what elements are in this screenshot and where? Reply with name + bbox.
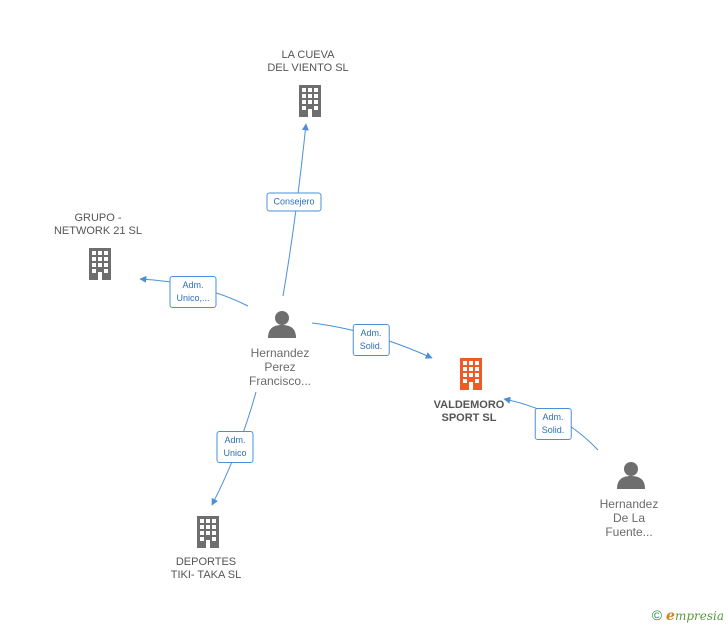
node-label-grupo[interactable]: GRUPO - NETWORK 21 SL [53,212,143,237]
edge-consejero [282,123,309,297]
edge-label-adm-unico-deportes[interactable]: Adm. Unico [216,431,254,463]
edge-label-adm-solid-1[interactable]: Adm. Solid. [352,324,390,356]
building-icon[interactable] [197,516,219,548]
edge-label-consejero[interactable]: Consejero [266,192,322,212]
brand-rest: mpresia [674,609,724,623]
node-label-deportes[interactable]: DEPORTES TIKI- TAKA SL [170,556,242,581]
person-icon[interactable] [268,311,296,338]
edge-label-adm-solid-2[interactable]: Adm. Solid. [534,408,572,440]
building-icon[interactable] [460,358,482,390]
person-icon[interactable] [617,462,645,489]
node-label-valdemoro[interactable]: VALDEMORO SPORT SL [433,399,505,424]
node-label-hernandez-perez[interactable]: Hernandez Perez Francisco... [248,346,312,388]
building-icon[interactable] [299,85,321,117]
edge-label-adm-unico-grupo[interactable]: Adm. Unico,... [169,276,217,308]
building-icon[interactable] [89,248,111,280]
node-label-la-cueva[interactable]: LA CUEVA DEL VIENTO SL [267,49,349,74]
empresia-logo[interactable]: ©empresia [652,607,724,624]
copyright-icon: © [651,607,663,623]
node-label-hernandez-fuente[interactable]: Hernandez De La Fuente... [599,497,659,539]
brand-e: e [666,608,675,624]
